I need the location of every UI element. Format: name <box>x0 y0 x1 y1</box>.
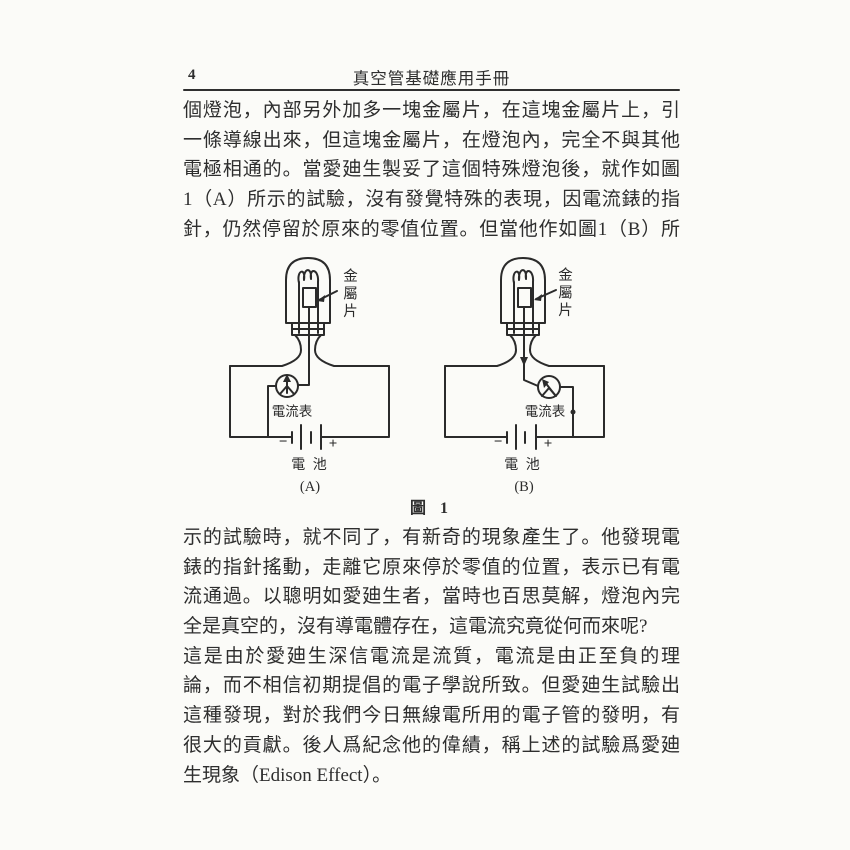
plate-label-arrow-a-icon <box>317 290 338 302</box>
text-line: 一條導線出來，但這塊金屬片，在燈泡內，完全不與其他 <box>183 129 680 151</box>
battery-plus-a: + <box>328 436 338 452</box>
text-line: 生現象（Edison Effect）。 <box>183 764 392 786</box>
subfigure-label-a: (A) <box>299 479 321 495</box>
text-line: 這種發現，對於我們今日無線電所用的電子管的發明，有 <box>183 705 680 727</box>
filament-b-icon <box>512 269 535 334</box>
battery-label-b: 電 池 <box>504 458 542 473</box>
text-line: 1（A）所示的試驗，沒有發覺特殊的表現，因電流錶的指 <box>183 189 680 211</box>
ammeter-label-a: 電流表 <box>271 404 313 419</box>
battery-minus-b: − <box>493 434 503 450</box>
text-line: 全是真空的，沒有導電體存在，這電流究竟從何而來呢? <box>183 616 648 638</box>
battery-a-icon <box>291 424 322 450</box>
battery-minus-a: − <box>278 434 288 450</box>
text-line: 論，而不相信初期提倡的電子學說所致。但愛廸生試驗出 <box>183 675 680 697</box>
text-line: 針，仍然停留於原來的零值位置。但當他作如圖1（B）所 <box>183 218 680 240</box>
circuit-a <box>229 257 390 450</box>
text-line: 電極相通的。當愛廸生製妥了這個特殊燈泡後，就作如圖 <box>183 159 680 181</box>
battery-label-a: 電 池 <box>291 458 329 473</box>
header-title: 真空管基礎應用手冊 <box>352 69 511 88</box>
circuit-wires-a <box>229 365 390 438</box>
figure-1-diagram <box>229 257 605 450</box>
filament-a-icon <box>297 269 320 334</box>
ammeter-label-b: 電流表 <box>524 404 566 419</box>
page-number: 4 <box>188 67 196 83</box>
battery-b-icon <box>506 424 537 450</box>
plate-label-b: 金屬片 <box>556 267 572 320</box>
plate-label-arrow-b-icon <box>534 289 557 301</box>
subfigure-label-b: (B) <box>514 479 534 495</box>
text-line: 個燈泡，內部另外加多一塊金屬片，在這塊金屬片上，引 <box>183 100 680 121</box>
text-line: 很大的貢獻。後人爲紀念他的偉績，稱上述的試驗爲愛廸 <box>183 734 680 756</box>
paragraph-2: 示的試驗時，就不同了，有新奇的現象產生了。他發現電 錶的指針搖動，走離它原來停於… <box>183 523 680 790</box>
text-line: 示的試驗時，就不同了，有新奇的現象產生了。他發現電 <box>183 527 680 548</box>
figure-caption: 圖 1 <box>409 500 453 517</box>
ammeter-b-icon <box>537 375 561 399</box>
plate-label-a: 金屬片 <box>341 268 357 321</box>
circuit-b <box>444 257 605 450</box>
text-line: 流通過。以聰明如愛廸生者，當時也百思莫解，燈泡內完 <box>183 586 680 608</box>
battery-plus-b: + <box>543 436 553 452</box>
text-line: 這是由於愛廸生深信電流是流質，電流是由正至負的理 <box>183 645 680 667</box>
header-rule <box>183 89 680 91</box>
circuit-wires-b <box>444 365 605 438</box>
metal-plate-b-icon <box>517 287 539 387</box>
paragraph-1: 個燈泡，內部另外加多一塊金屬片，在這塊金屬片上，引 一條導線出來，但這塊金屬片，… <box>183 96 680 244</box>
ammeter-a-icon <box>275 374 299 398</box>
text-line: 錶的指針搖動，走離它原來停於零值的位置，表示已有電 <box>183 556 680 578</box>
metal-plate-a-icon <box>297 287 317 386</box>
